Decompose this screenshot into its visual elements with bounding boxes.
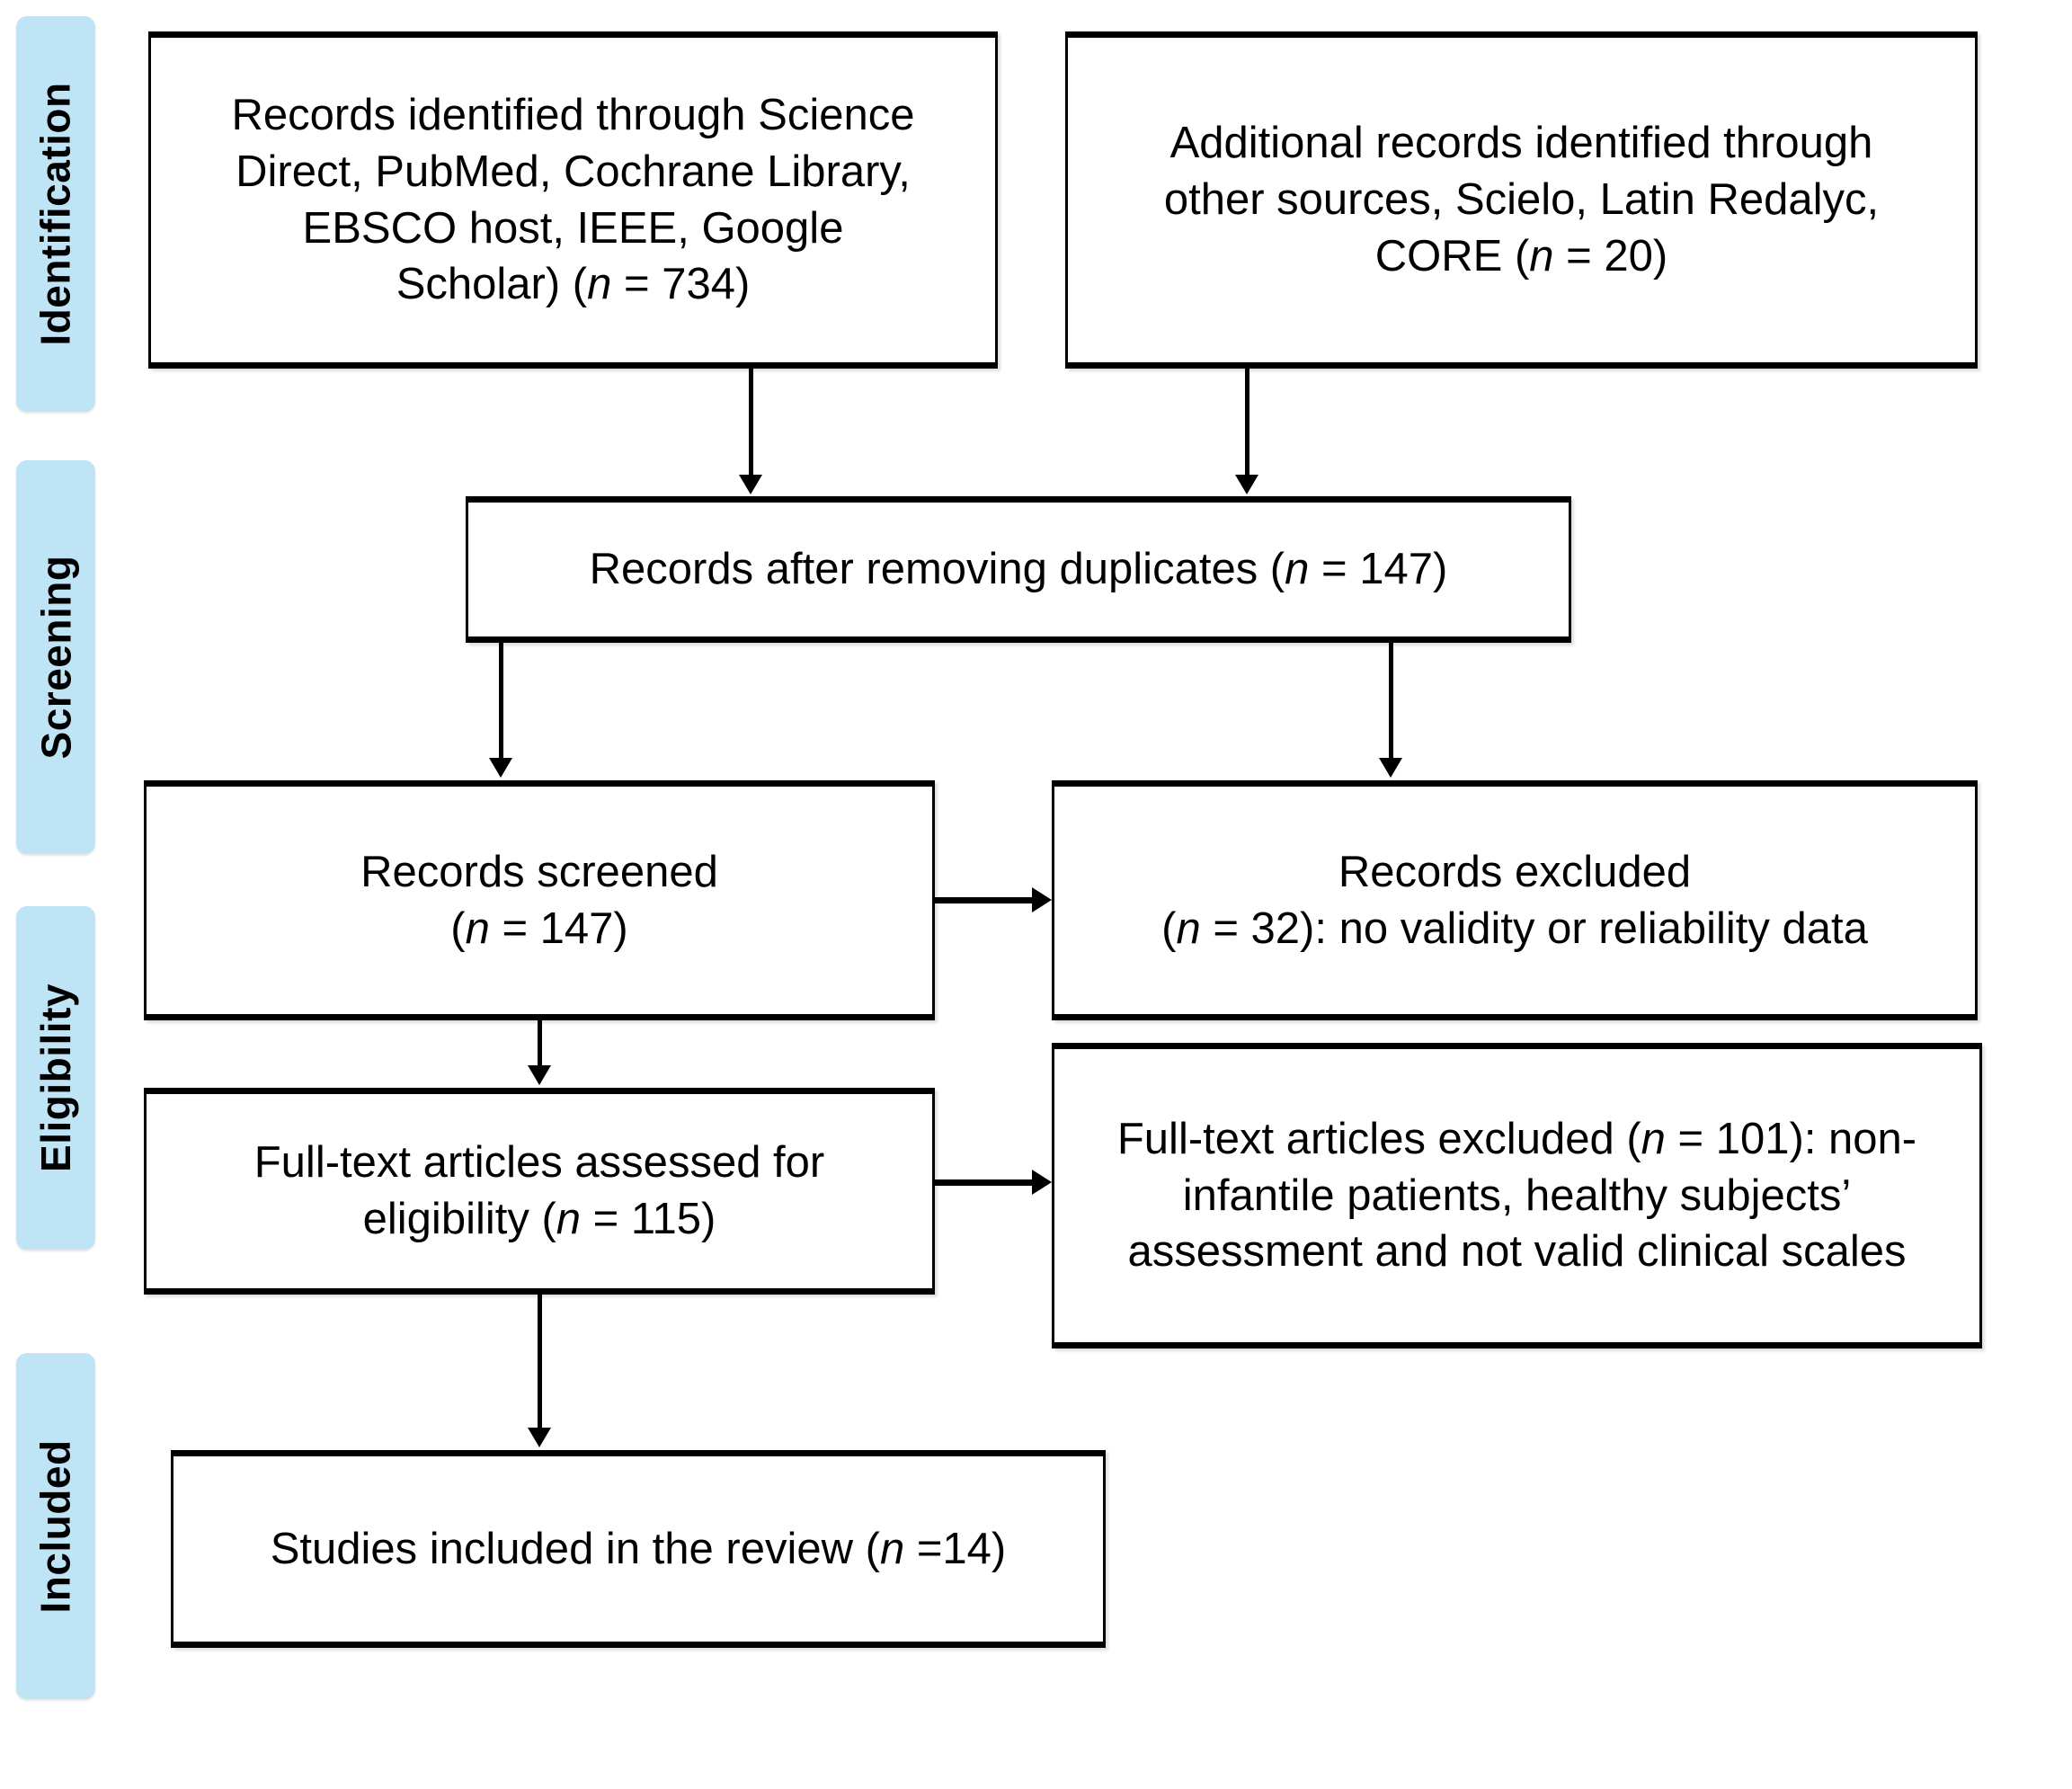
text-line: ( — [1161, 903, 1177, 953]
connector-screened-to-excluded — [935, 897, 1036, 903]
text-line: Full-text articles assessed for — [253, 1138, 825, 1188]
box-fulltext-excluded: Full-text articles excluded (n = 101): n… — [1052, 1043, 1982, 1348]
connector-fulltext-to-excluded — [935, 1179, 1036, 1186]
text-line: other sources, Scielo, Latin Redalyc, — [1163, 175, 1880, 225]
box-records-after-duplicates-text: Records after removing duplicates (n = 1… — [575, 541, 1463, 598]
stage-tab-included: Included — [16, 1353, 95, 1699]
connector-duplicates-to-screened — [499, 643, 503, 760]
text-line: assessment and not valid clinical scales — [1127, 1227, 1907, 1277]
box-additional-records-text: Additional records identified through ot… — [1150, 115, 1893, 284]
text-line: Records after removing duplicates ( — [589, 545, 1285, 594]
n-symbol: n — [1529, 231, 1554, 280]
text-line: Records screened — [360, 847, 718, 896]
count-value: = 101): non- — [1665, 1114, 1917, 1163]
stage-tab-eligibility: Eligibility — [16, 906, 95, 1250]
n-symbol: n — [1176, 903, 1201, 953]
box-records-after-duplicates: Records after removing duplicates (n = 1… — [466, 496, 1571, 643]
box-studies-included-text: Studies included in the review (n =14) — [256, 1521, 1021, 1578]
box-records-screened: Records screened (n = 147) — [144, 780, 935, 1020]
connector-identified-to-duplicates — [749, 369, 753, 476]
box-records-identified-text: Records identified through Science Direc… — [218, 87, 929, 313]
arrowhead-fulltext-to-excluded — [1032, 1170, 1052, 1195]
count-value: = 20) — [1553, 231, 1668, 280]
arrowhead-fulltext-to-included — [528, 1428, 551, 1447]
text-line: Additional records identified through — [1169, 119, 1873, 168]
n-symbol: n — [587, 260, 612, 309]
arrowhead-duplicates-to-screened — [489, 758, 512, 778]
connector-additional-to-duplicates — [1245, 369, 1249, 476]
stage-tab-screening: Screening — [16, 460, 95, 854]
n-symbol: n — [1285, 545, 1310, 594]
text-line: infantile patients, healthy subjects’ — [1182, 1170, 1852, 1220]
count-value: = 115) — [581, 1195, 716, 1243]
count-value: = 147) — [489, 903, 628, 953]
text-line: ( — [450, 903, 466, 953]
arrowhead-screened-to-excluded — [1032, 887, 1052, 912]
stage-label-identification: Identification — [32, 82, 80, 346]
box-records-excluded: Records excluded (n = 32): no validity o… — [1052, 780, 1978, 1020]
box-studies-included: Studies included in the review (n =14) — [171, 1450, 1106, 1648]
box-fulltext-excluded-text: Full-text articles excluded (n = 101): n… — [1103, 1111, 1931, 1280]
count-value: = 147) — [1309, 545, 1448, 594]
n-symbol: n — [556, 1195, 582, 1243]
box-fulltext-assessed-text: Full-text articles assessed for eligibil… — [240, 1135, 840, 1247]
stage-label-eligibility: Eligibility — [32, 984, 79, 1172]
stage-label-included: Included — [32, 1438, 79, 1614]
stage-label-screening: Screening — [32, 555, 80, 760]
text-line: Records identified through Science — [231, 91, 915, 140]
stage-tab-identification: Identification — [16, 16, 95, 412]
text-line: Direct, PubMed, Cochrane Library, — [236, 147, 911, 196]
count-value: = 734) — [611, 260, 751, 309]
connector-fulltext-to-included — [538, 1295, 542, 1429]
arrowhead-screened-to-fulltext — [528, 1065, 551, 1085]
count-value: = 32): no validity or reliability data — [1200, 903, 1868, 953]
text-line: Records excluded — [1338, 847, 1692, 896]
n-symbol: n — [1641, 1114, 1666, 1163]
box-fulltext-assessed: Full-text articles assessed for eligibil… — [144, 1088, 935, 1295]
connector-duplicates-to-excluded — [1389, 643, 1393, 760]
box-records-excluded-text: Records excluded (n = 32): no validity o… — [1147, 844, 1882, 957]
text-line: Scholar) ( — [396, 260, 588, 309]
text-line: Full-text articles excluded ( — [1116, 1114, 1641, 1163]
n-symbol: n — [465, 903, 490, 953]
box-records-screened-text: Records screened (n = 147) — [346, 844, 733, 957]
connector-screened-to-fulltext — [538, 1020, 542, 1067]
text-line: eligibility ( — [362, 1195, 556, 1243]
n-symbol: n — [879, 1524, 905, 1573]
text-line: Studies included in the review ( — [270, 1524, 880, 1573]
arrowhead-duplicates-to-excluded — [1379, 758, 1402, 778]
text-line: EBSCO host, IEEE, Google — [302, 203, 844, 253]
count-value: =14) — [904, 1524, 1007, 1573]
text-line: CORE ( — [1374, 231, 1530, 280]
box-records-identified: Records identified through Science Direc… — [148, 31, 998, 369]
box-additional-records: Additional records identified through ot… — [1065, 31, 1978, 369]
arrowhead-additional-to-duplicates — [1235, 475, 1258, 494]
arrowhead-identified-to-duplicates — [739, 475, 762, 494]
